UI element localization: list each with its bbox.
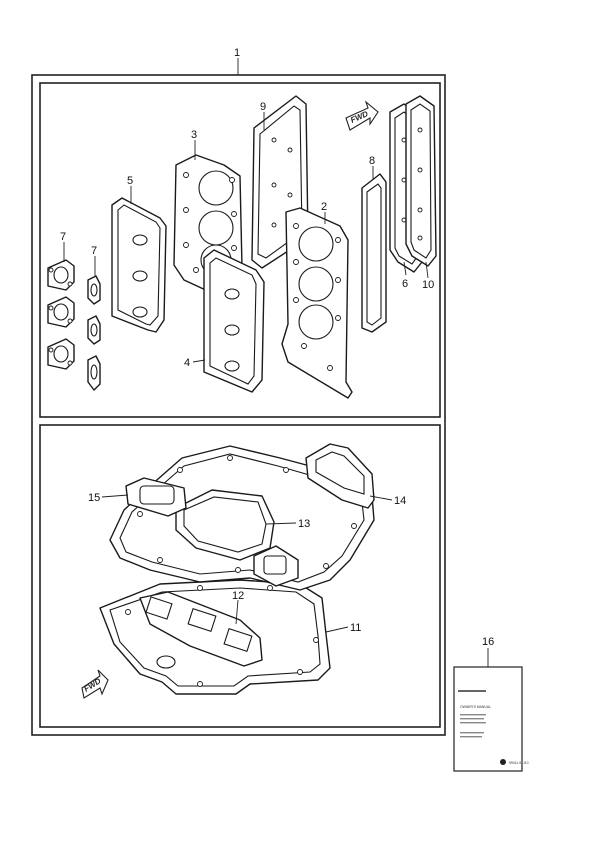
forward-arrow-lower: FWD bbox=[81, 669, 109, 699]
callout-3: 3 bbox=[191, 129, 197, 141]
head-cover-gasket-front bbox=[203, 249, 265, 393]
lower-panel bbox=[39, 424, 441, 728]
small-gasket-14 bbox=[305, 443, 375, 509]
manual-logo-icon bbox=[500, 759, 506, 765]
callout-11: 11 bbox=[350, 622, 361, 634]
callout-12: 12 bbox=[232, 590, 244, 602]
callout-7b: 7 bbox=[91, 245, 97, 257]
owners-manual-title: OWNER'S MANUAL bbox=[460, 705, 491, 709]
callout-1: 1 bbox=[234, 47, 240, 59]
cylinder-head-gasket-right bbox=[281, 207, 353, 399]
head-cover-gasket bbox=[111, 197, 167, 333]
callout-16: 16 bbox=[482, 636, 494, 648]
callout-4: 4 bbox=[184, 357, 190, 369]
small-square-gasket bbox=[253, 545, 299, 587]
intake-gasket-narrow bbox=[361, 173, 387, 333]
exhaust-manifold-gasket-b bbox=[87, 275, 101, 391]
callout-15: 15 bbox=[88, 492, 100, 504]
callout-2: 2 bbox=[321, 201, 327, 213]
callout-6: 6 bbox=[402, 278, 408, 290]
owners-manual-code: 99011-91J10 bbox=[509, 761, 529, 765]
callout-10: 10 bbox=[422, 279, 434, 291]
callout-7a: 7 bbox=[60, 231, 66, 243]
callout-8: 8 bbox=[369, 155, 375, 167]
small-gasket-15 bbox=[125, 477, 187, 517]
callout-14: 14 bbox=[394, 495, 406, 507]
callout-5: 5 bbox=[127, 175, 133, 187]
forward-arrow-upper: FWD bbox=[345, 100, 379, 131]
owners-manual: OWNER'S MANUAL 99011-91J10 bbox=[453, 666, 529, 772]
callout-9: 9 bbox=[260, 101, 266, 113]
exhaust-manifold-gasket-a bbox=[47, 259, 75, 370]
gasket-set-frame bbox=[31, 74, 446, 736]
callout-13: 13 bbox=[298, 518, 310, 530]
exhaust-manifold-gasket-long bbox=[405, 95, 437, 267]
inner-plate-gasket bbox=[139, 591, 263, 667]
leader-lines bbox=[63, 58, 489, 667]
upper-panel bbox=[39, 82, 441, 418]
